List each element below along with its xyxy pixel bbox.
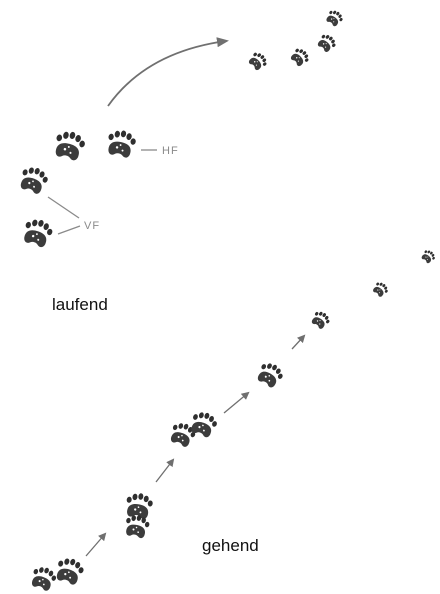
paw-print-icon [51,128,88,163]
running-track-group: HF VF laufend [17,7,345,314]
step-arrow-icon [223,391,250,414]
hind-foot-label: HF [162,145,179,157]
paw-print-icon [28,563,59,593]
paw-print-icon [315,31,339,55]
walking-track-group: gehend [28,247,438,593]
walking-gait-label: gehend [202,536,259,555]
paw-print-icon [324,7,345,29]
paw-print-icon [17,163,51,196]
fore-foot-leader-line [47,196,80,219]
running-gait-label: laufend [52,295,108,314]
running-direction-arrow-icon [107,37,229,107]
paw-print-icon [104,127,138,160]
paw-print-icon [309,308,333,331]
paw-print-icon [246,49,270,73]
paw-print-icon [20,215,55,250]
step-arrow-icon [291,334,306,350]
fore-foot-leader-line [57,225,81,235]
step-arrow-icon [85,532,107,557]
fore-foot-label: VF [84,220,100,232]
paw-print-icon [288,45,312,69]
paw-print-icon [419,247,438,265]
paw-print-icon [167,419,198,449]
paw-print-icon [254,359,286,391]
paw-print-icon [371,279,391,299]
paw-print-icon [53,554,86,587]
step-arrow-icon [155,458,175,483]
